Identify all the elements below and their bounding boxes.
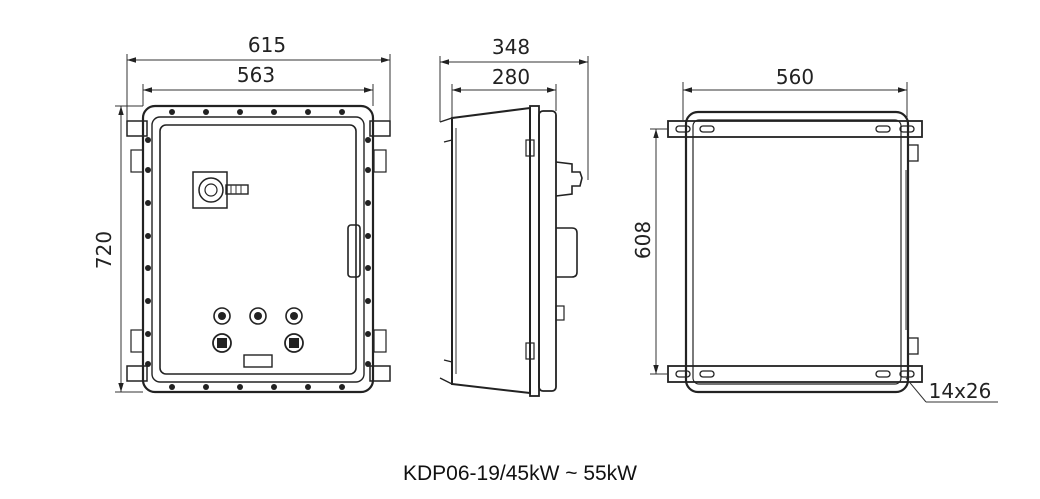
flange-bolt: [271, 384, 277, 390]
model-caption: KDP06-19/45kW ~ 55kW: [402, 462, 637, 485]
flange-bolt: [237, 109, 243, 115]
flange-bolt: [365, 331, 371, 337]
flange-bolt: [145, 298, 151, 304]
dim-body-depth: 280: [492, 65, 530, 89]
hinge-top: [439, 117, 453, 143]
dim-overall-depth: 348: [492, 35, 530, 59]
flange-bolt: [365, 361, 371, 367]
dim-mount-height: 608: [631, 221, 655, 259]
flange-bolt: [339, 109, 345, 115]
flange-bolt: [203, 384, 209, 390]
flange-bolt: [305, 109, 311, 115]
flange-bolt: [339, 384, 345, 390]
side-body: [451, 106, 531, 395]
flange-bolt: [203, 109, 209, 115]
bottom-mounting-rail: [667, 365, 923, 383]
nameplate: [243, 354, 273, 368]
flange-bolt: [365, 298, 371, 304]
dim-height: 720: [92, 231, 116, 269]
mounting-lugs: [126, 120, 391, 382]
flange-bolt: [145, 137, 151, 143]
flange-inner-line: [151, 116, 365, 383]
flange-bolt: [145, 200, 151, 206]
side-dimensions: [439, 56, 589, 180]
side-handle: [556, 227, 578, 278]
flange-bolt: [145, 167, 151, 173]
dim-inner-width: 563: [237, 63, 275, 87]
door-panel: [159, 124, 357, 375]
enclosure-outline: [141, 104, 375, 394]
flange-bolt: [365, 137, 371, 143]
flange-bolt: [365, 233, 371, 239]
dim-overall-width: 615: [248, 33, 286, 57]
flange-bolts: [145, 109, 371, 390]
rear-dimensions: [650, 82, 998, 403]
flange-bolt: [169, 384, 175, 390]
flange-bolt: [145, 331, 151, 337]
mounting-slots: [675, 125, 915, 378]
dim-slot-size: 14x26: [929, 379, 992, 403]
flange-bolt: [365, 265, 371, 271]
push-buttons: [212, 333, 304, 353]
side-switch-knob: [555, 161, 583, 197]
door-handle: [347, 224, 361, 278]
flange-bolt: [145, 265, 151, 271]
flange-bolt: [271, 109, 277, 115]
flange-bolt: [145, 233, 151, 239]
hinge-bottom: [439, 359, 453, 386]
rotary-switch: [192, 171, 249, 209]
side-cover: [538, 110, 557, 392]
flange-bolt: [237, 384, 243, 390]
flange-bolt: [145, 361, 151, 367]
front-view: 615 563 720: [92, 33, 391, 394]
front-dimensions: [115, 54, 391, 393]
flange-bolt: [365, 167, 371, 173]
flange-bolt: [365, 200, 371, 206]
top-mounting-rail: [667, 120, 923, 138]
pilot-lights: [213, 307, 303, 325]
rear-body: [684, 110, 910, 394]
dim-mount-width: 560: [776, 65, 814, 89]
side-view: 348 280: [439, 35, 589, 397]
rear-view: 560 608 14x26: [631, 65, 998, 403]
flange-bolt: [169, 109, 175, 115]
flange-bolt: [305, 384, 311, 390]
